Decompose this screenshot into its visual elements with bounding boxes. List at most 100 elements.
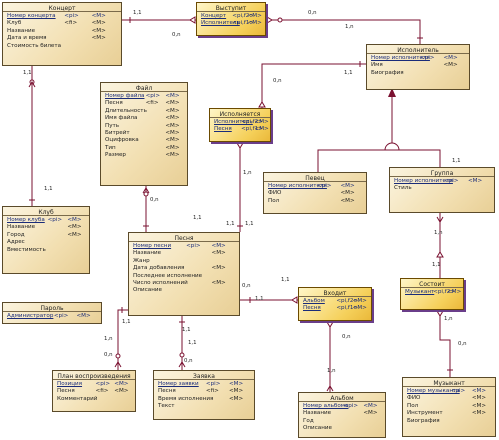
entity-title: Состоит [401, 279, 463, 288]
cardinality-label: 1,1 [23, 70, 32, 76]
attribute-type: <pi> [316, 183, 332, 189]
attribute-row: Год [301, 418, 383, 425]
identifier-arrow [266, 16, 273, 24]
cardinality-label: 0,n [184, 358, 193, 364]
optional-marker [179, 352, 185, 358]
attribute-row: Номер исполнителя<pi><M> [392, 178, 492, 185]
attribute-name: Размер [105, 152, 126, 159]
crowfoot-marker [436, 216, 444, 223]
attribute-mandatory: <M> [67, 217, 82, 223]
attribute-row: ФИО<M> [266, 190, 364, 197]
attribute-name: Музыкант [405, 289, 435, 295]
attribute-row: Песня<fi><M> [156, 388, 252, 395]
attribute-type: <pi,f2> [336, 298, 359, 304]
entity-title: Музыкант [403, 378, 495, 387]
attribute-row: Имя<M> [369, 62, 467, 69]
attribute-name: Дата и время [7, 35, 47, 42]
attribute-row: Последнее исполнение [131, 273, 237, 280]
relationship-line [117, 309, 128, 370]
attribute-row: Инструмент<M> [405, 410, 493, 417]
attribute-name: Год [303, 417, 314, 424]
attribute-mandatory: <M> [254, 126, 269, 133]
attribute-mandatory: <M> [228, 381, 244, 387]
attribute-row: Название<M> [301, 410, 383, 417]
optional-marker [143, 191, 149, 197]
attribute-type: <pi> [444, 178, 459, 184]
attribute-type: <fi> [205, 388, 219, 395]
attribute-mandatory: <M> [447, 289, 462, 295]
cardinality-label: 0,n [150, 197, 159, 203]
attribute-mandatory: <M> [471, 388, 487, 394]
entity-title: Песня [129, 233, 239, 242]
attribute-name: Битрейт [105, 129, 130, 136]
attribute-mandatory: <M> [76, 313, 91, 319]
attribute-row: Описание [131, 287, 237, 294]
attribute-row: Песня<fi><M> [103, 100, 185, 107]
attribute-name: Длительность [105, 107, 147, 114]
entity-title: Группа [390, 168, 494, 177]
attribute-row: Жанр [131, 258, 237, 265]
cardinality-label: 1,n [434, 230, 443, 236]
attribute-type: <pi,f2> [241, 119, 263, 125]
attribute-name: Биография [407, 417, 440, 424]
attribute-type: <fi> [95, 388, 109, 395]
attribute-type: <pi> [450, 388, 466, 394]
attribute-name: Стиль [394, 185, 412, 192]
attribute-row: Альбом<pi,f2><M> [301, 298, 369, 305]
attribute-name: Адрес [7, 239, 25, 246]
attribute-row: Вместимость [5, 247, 87, 254]
attribute-row: ФИО<M> [405, 395, 493, 402]
attribute-name: Позиция [57, 381, 83, 387]
attribute-row: Номер альбома<pi><M> [301, 403, 383, 410]
attribute-type: <pi,f1> [241, 126, 263, 133]
attribute-row: Клуб<fi><M> [5, 20, 119, 27]
attribute-type: <pi> [419, 55, 435, 61]
attribute-mandatory: <M> [340, 197, 355, 204]
identifier-arrow [436, 251, 444, 258]
attribute-type: <pi> [95, 381, 111, 387]
attribute-row: Дата добавления<M> [131, 265, 237, 272]
attribute-name: Номер файла [105, 93, 145, 99]
attribute-name: Число исполнений [133, 279, 188, 286]
identifier-arrow [189, 16, 196, 24]
attribute-mandatory: <M> [247, 20, 262, 27]
attribute-row: Стиль [392, 185, 492, 192]
attribute-name: Альбом [303, 298, 325, 304]
attribute-name: Оцифровка [105, 137, 139, 144]
attribute-name: Инструмент [407, 410, 443, 417]
attribute-name: Исполнитель [201, 20, 240, 27]
attribute-mandatory: <M> [254, 119, 269, 125]
attribute-mandatory: <M> [165, 137, 180, 144]
attribute-type: <pi,f2> [232, 13, 255, 19]
attribute-name: Описание [133, 287, 162, 294]
cardinality-label: 0,n [458, 341, 467, 347]
attribute-type: <pi> [47, 217, 63, 223]
attribute-row: Пол<M> [266, 198, 364, 205]
attribute-name: Администратор [7, 313, 54, 319]
optional-marker [115, 353, 121, 359]
entity-title: Певец [264, 173, 366, 182]
attribute-name: Песня [158, 388, 176, 395]
cardinality-label: 0,n [104, 352, 113, 358]
attribute-mandatory: <M> [340, 190, 355, 197]
cardinality-label: 1,n [345, 24, 354, 30]
attribute-name: Название [7, 224, 36, 231]
cardinality-label: 1,1 [226, 221, 235, 227]
